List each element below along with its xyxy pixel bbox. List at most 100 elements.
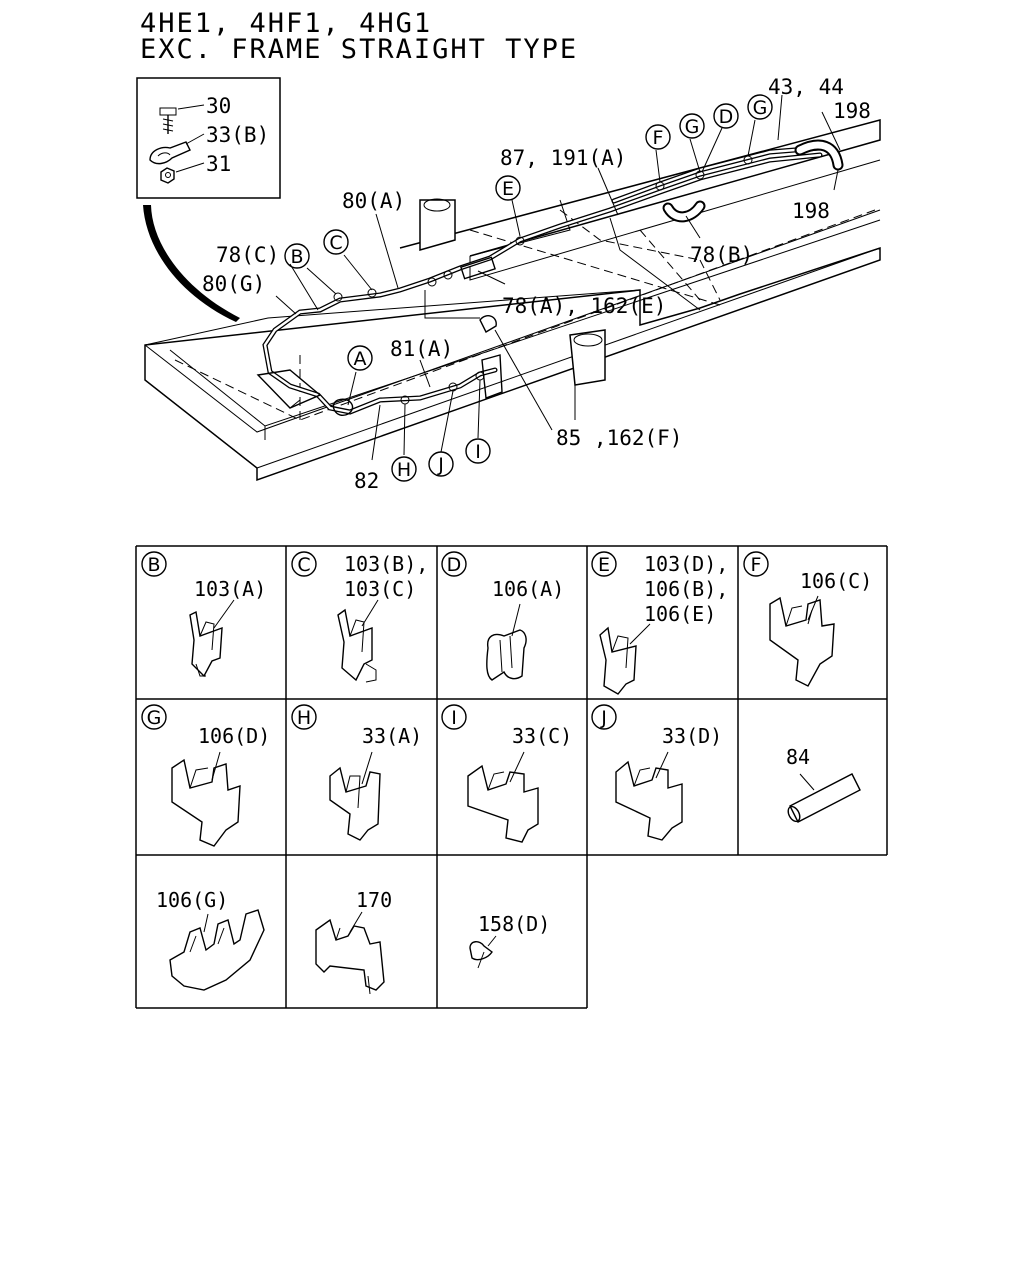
cell-d: D 106(A) bbox=[441, 551, 564, 681]
tube-icon bbox=[787, 773, 861, 823]
part-label: 158(D) bbox=[478, 912, 550, 936]
svg-text:I: I bbox=[451, 707, 457, 729]
part-label: 106(A) bbox=[492, 577, 564, 601]
svg-text:D: D bbox=[447, 554, 462, 576]
label-31: 31 bbox=[206, 152, 231, 176]
callout-81a: 81(A) bbox=[390, 337, 453, 361]
clip-icon bbox=[315, 911, 385, 995]
part-label: 103(B), bbox=[344, 552, 428, 576]
marker-h: H bbox=[391, 456, 417, 482]
clip-icon bbox=[149, 141, 191, 165]
clip-icon bbox=[171, 751, 241, 847]
part-label: 106(D) bbox=[198, 724, 270, 748]
part-label: 170 bbox=[356, 888, 392, 912]
svg-text:B: B bbox=[290, 246, 303, 268]
cell-j: J 33(D) bbox=[591, 704, 722, 841]
marker-d: D bbox=[713, 103, 739, 129]
callouts: 43, 44 198 198 87, 191(A) 80(A) 78(C) 80… bbox=[202, 75, 871, 493]
cell-b: B 103(A) bbox=[141, 551, 266, 678]
svg-text:J: J bbox=[437, 454, 444, 476]
clip-icon bbox=[337, 599, 379, 683]
part-label: 103(A) bbox=[194, 577, 266, 601]
bolt-icon bbox=[159, 107, 177, 134]
label-33b: 33(B) bbox=[206, 123, 269, 147]
brake-pipes bbox=[256, 139, 844, 416]
svg-text:B: B bbox=[147, 554, 160, 576]
callout-198-top: 198 bbox=[833, 99, 871, 123]
callout-43-44: 43, 44 bbox=[768, 75, 844, 99]
cell-c: C 103(B), 103(C) bbox=[291, 551, 428, 683]
part-label: 84 bbox=[786, 745, 810, 769]
callout-78c: 78(C) bbox=[216, 243, 279, 267]
svg-text:D: D bbox=[719, 106, 734, 128]
clip-icon bbox=[189, 599, 235, 678]
cell-170: 170 bbox=[315, 888, 392, 995]
svg-text:G: G bbox=[685, 116, 700, 138]
marker-c: C bbox=[323, 229, 349, 255]
part-label: 33(A) bbox=[362, 724, 422, 748]
svg-text:G: G bbox=[147, 707, 162, 729]
cell-84: 84 bbox=[786, 745, 861, 823]
svg-text:F: F bbox=[751, 554, 762, 576]
svg-text:C: C bbox=[329, 232, 342, 254]
svg-text:I: I bbox=[475, 441, 481, 463]
svg-text:C: C bbox=[297, 554, 310, 576]
cell-e: E 103(D), 106(B), 106(E) bbox=[591, 551, 728, 695]
nut-icon bbox=[160, 167, 175, 184]
label-30: 30 bbox=[206, 94, 231, 118]
part-label: 33(D) bbox=[662, 724, 722, 748]
clip-icon bbox=[169, 909, 265, 991]
cell-g: G 106(D) bbox=[141, 704, 270, 847]
svg-text:E: E bbox=[598, 554, 610, 576]
part-label: 106(C) bbox=[800, 569, 872, 593]
callout-80g: 80(G) bbox=[202, 272, 265, 296]
cell-i: I 33(C) bbox=[441, 704, 572, 843]
callout-198-bottom: 198 bbox=[792, 199, 830, 223]
marker-e: E bbox=[495, 175, 521, 201]
callout-82: 82 bbox=[354, 469, 379, 493]
clip-icon bbox=[486, 603, 527, 681]
clip-icon bbox=[599, 623, 651, 695]
cell-106g: 106(G) bbox=[156, 888, 265, 991]
callout-80a: 80(A) bbox=[342, 189, 405, 213]
marker-g: G bbox=[679, 113, 705, 139]
marker-b: B bbox=[284, 243, 310, 269]
marker-j: J bbox=[428, 451, 454, 477]
marker-a: A bbox=[347, 345, 373, 371]
marker-f: F bbox=[645, 124, 671, 150]
leader-lines bbox=[275, 94, 841, 461]
callout-78a-162e: 78(A), 162(E) bbox=[502, 294, 666, 318]
svg-text:J: J bbox=[600, 707, 607, 729]
clip-icon bbox=[467, 751, 539, 843]
callout-85-162f: 85 ,162(F) bbox=[556, 426, 682, 450]
part-label: 33(C) bbox=[512, 724, 572, 748]
clip-icon bbox=[469, 935, 497, 969]
part-label: 103(C) bbox=[344, 577, 416, 601]
marker-i: I bbox=[465, 438, 491, 464]
svg-text:H: H bbox=[297, 707, 311, 729]
letter-markers: A B C D E F G G H I J bbox=[284, 94, 773, 482]
svg-text:G: G bbox=[753, 97, 768, 119]
cell-f: F 106(C) bbox=[743, 551, 872, 687]
svg-text:A: A bbox=[354, 348, 367, 370]
variant-title: EXC. FRAME STRAIGHT TYPE bbox=[140, 34, 579, 65]
clip-icon bbox=[769, 595, 835, 687]
cell-158d: 158(D) bbox=[469, 912, 550, 969]
marker-g2: G bbox=[747, 94, 773, 120]
model-title: 4HE1, 4HF1, 4HG1 bbox=[140, 8, 433, 39]
clip-icon bbox=[329, 751, 381, 841]
clip-icon bbox=[615, 751, 683, 841]
part-label: 106(G) bbox=[156, 888, 228, 912]
svg-text:E: E bbox=[502, 178, 514, 200]
callout-78b: 78(B) bbox=[690, 243, 753, 267]
parts-grid bbox=[135, 545, 888, 1009]
part-label: 103(D), bbox=[644, 552, 728, 576]
inset-box: 30 33(B) 31 bbox=[136, 77, 281, 199]
svg-text:H: H bbox=[397, 459, 411, 481]
svg-text:F: F bbox=[653, 127, 664, 149]
part-label: 106(B), bbox=[644, 577, 728, 601]
callout-87-191a: 87, 191(A) bbox=[500, 146, 626, 170]
cell-h: H 33(A) bbox=[291, 704, 422, 841]
part-label: 106(E) bbox=[644, 602, 716, 626]
